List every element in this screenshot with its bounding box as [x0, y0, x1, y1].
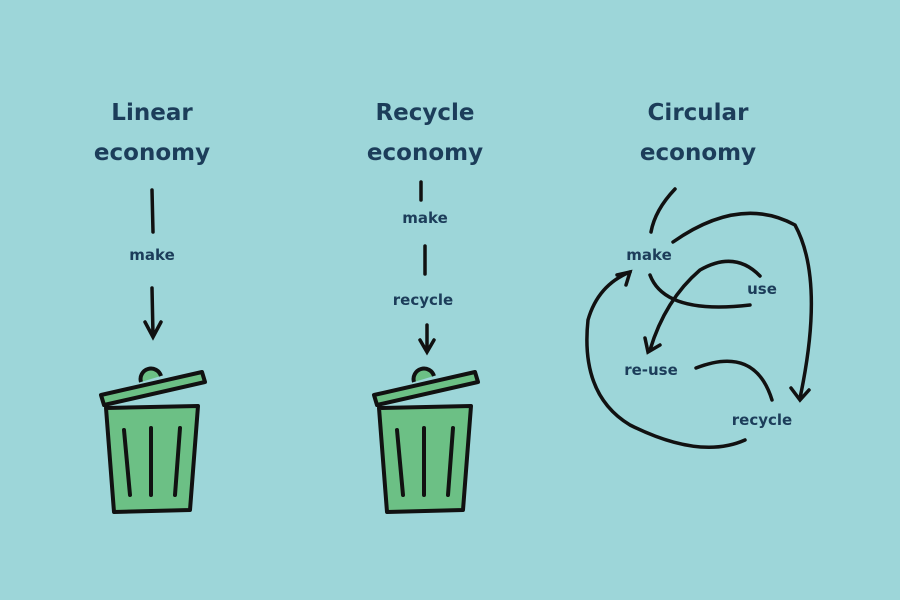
arrow-use-to-reuse [648, 259, 762, 352]
label-make: make [129, 246, 175, 264]
trash-bin-icon [99, 366, 207, 514]
recycle-flow [418, 180, 436, 356]
label-use: use [747, 280, 777, 298]
arrowhead-icon [615, 269, 633, 287]
column-title-recycle: Recycle economy [367, 93, 483, 173]
arrow-down-icon [143, 286, 163, 341]
arrowhead-icon [789, 386, 811, 403]
arrow-make-to-use [648, 273, 752, 309]
arrow-down-icon [418, 323, 436, 356]
title-line: Circular [647, 100, 749, 126]
title-line: Linear [111, 100, 193, 126]
title-line: economy [93, 140, 211, 166]
linear-flow [143, 188, 163, 341]
line-segment [150, 188, 155, 234]
title-line: Recycle [375, 100, 475, 126]
arrow-line [649, 187, 677, 234]
arrowhead-icon [643, 336, 662, 355]
trash-bin-icon [372, 366, 480, 514]
arrow-reuse-to-recycle [694, 359, 774, 402]
title-line: economy [366, 140, 484, 166]
label-recycle: recycle [392, 291, 454, 309]
arrow-make-to-recycle [671, 211, 814, 400]
column-title-circular: Circular economy [640, 93, 756, 173]
label-make: make [626, 246, 672, 264]
title-line: economy [639, 140, 757, 166]
arrow-recycle-to-make [585, 270, 747, 449]
label-make: make [402, 209, 448, 227]
circular-flow [585, 187, 814, 449]
label-recycle: recycle [731, 411, 793, 429]
column-title-linear: Linear economy [94, 93, 210, 173]
label-re-use: re-use [624, 361, 678, 379]
